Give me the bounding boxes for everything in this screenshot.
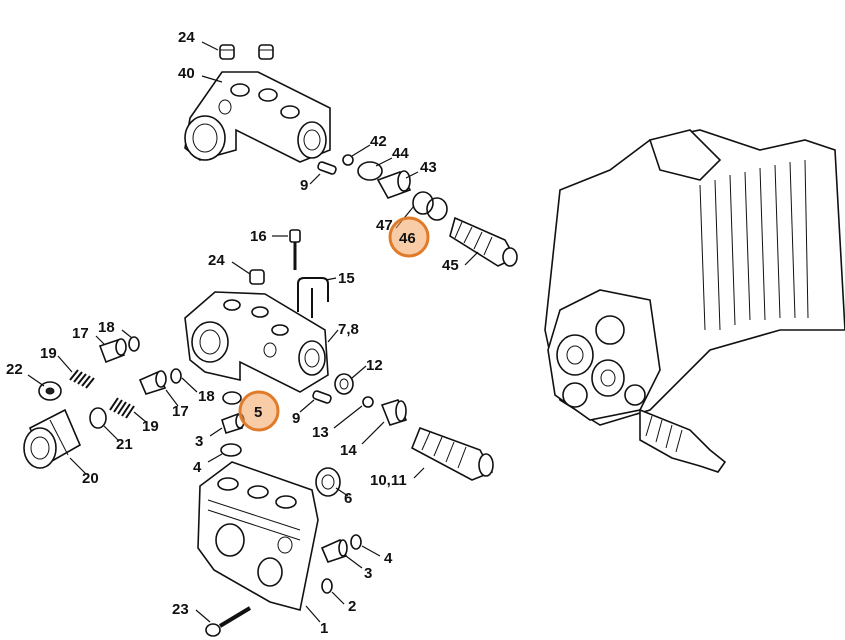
label-16: 16	[250, 228, 267, 245]
label-22: 22	[6, 361, 23, 378]
label-44: 44	[392, 145, 409, 162]
fitting-part-12	[334, 373, 354, 395]
label-42: 42	[370, 133, 387, 150]
label-6: 6	[344, 490, 352, 507]
label-43: 43	[420, 159, 437, 176]
label-3-top: 3	[195, 433, 203, 450]
valve-part-17-bottom	[138, 370, 167, 395]
seat-part-14	[380, 399, 408, 426]
valve-part-10-11	[410, 426, 494, 481]
label-9-mid: 9	[292, 410, 300, 427]
label-7-8: 7,8	[338, 321, 359, 338]
oring-part-44	[357, 161, 383, 181]
label-21: 21	[116, 436, 133, 453]
plug-part-3-bottom	[320, 538, 348, 563]
seal-part-6	[315, 467, 341, 497]
clip-part-15	[297, 277, 329, 318]
ball-part-42	[342, 154, 354, 166]
label-4-bottom: 4	[384, 550, 393, 567]
pump-head-part-1	[197, 461, 319, 611]
pin-part-9-mid	[312, 390, 332, 404]
screw-part-23	[205, 606, 252, 637]
label-47: 47	[376, 217, 393, 234]
pin-part-9-top	[317, 161, 337, 175]
label-2: 2	[348, 598, 356, 615]
bolt-part-16	[289, 229, 301, 270]
oring-part-18-top	[128, 336, 140, 352]
label-20: 20	[82, 470, 99, 487]
spring-part-19-bottom	[109, 397, 135, 419]
label-9-top: 9	[300, 177, 308, 194]
label-19-bottom: 19	[142, 418, 159, 435]
manifold-part-40	[184, 71, 331, 163]
plug-part-24-top	[219, 44, 274, 60]
label-24-mid: 24	[208, 252, 225, 269]
valve-part-17-top	[98, 338, 127, 364]
label-14: 14	[340, 442, 357, 459]
oring-part-18-bottom	[170, 368, 182, 384]
leader-lines	[27, 41, 479, 623]
label-24-top: 24	[178, 29, 195, 46]
ball-part-13	[362, 396, 374, 408]
valve-part-45	[449, 216, 518, 267]
oring-part-2	[321, 578, 333, 594]
oring-part-4-top	[220, 443, 242, 457]
orings-part-47	[412, 191, 448, 221]
label-13: 13	[312, 424, 329, 441]
label-45: 45	[442, 257, 459, 274]
label-18-top: 18	[98, 319, 115, 336]
nut-part-20	[23, 408, 82, 469]
highlight-46	[388, 216, 430, 258]
label-4-top: 4	[193, 459, 202, 476]
label-18-bottom: 18	[198, 388, 215, 405]
oring-part-21	[89, 407, 107, 429]
label-17-top: 17	[72, 325, 89, 342]
label-5: 5	[254, 404, 262, 421]
cap-part-22	[38, 381, 62, 401]
seat-part-43	[376, 170, 412, 199]
label-15: 15	[338, 270, 355, 287]
oring-part-4-bottom	[350, 534, 362, 550]
label-40: 40	[178, 65, 195, 82]
highlight-5	[238, 390, 280, 432]
label-1: 1	[320, 620, 328, 637]
label-10-11: 10,11	[370, 472, 407, 489]
label-46: 46	[399, 230, 416, 247]
spring-part-19-top	[69, 369, 95, 389]
label-23: 23	[172, 601, 189, 618]
label-3-bottom: 3	[364, 565, 372, 582]
outlet-coupling	[639, 408, 727, 473]
label-12: 12	[366, 357, 383, 374]
motor-assembly	[544, 129, 845, 426]
label-17-bottom: 17	[172, 403, 189, 420]
manifold-part-7-8	[184, 291, 329, 393]
label-19-top: 19	[40, 345, 57, 362]
oring-part-5	[222, 391, 242, 405]
plug-part-24-mid	[249, 269, 265, 285]
